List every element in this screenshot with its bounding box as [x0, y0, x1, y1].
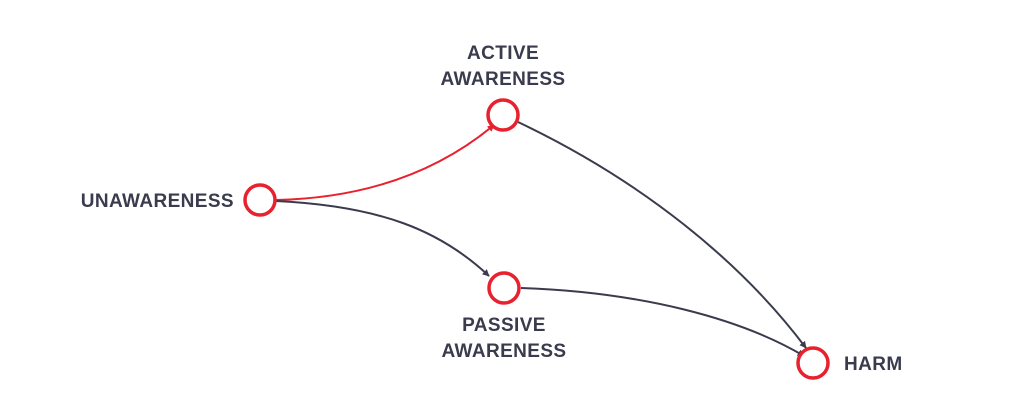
edge-unawareness-to-passive-awareness — [275, 200, 490, 277]
label-passive-awareness-line1: PASSIVE — [462, 315, 546, 336]
edge-passive-awareness-to-harm — [520, 287, 805, 357]
node-unawareness — [243, 183, 277, 217]
label-unawareness: UNAWARENESS — [81, 191, 234, 212]
edge-active-awareness-to-harm — [517, 121, 807, 349]
node-active-awareness — [486, 98, 520, 132]
edge-unawareness-to-active-awareness — [275, 124, 495, 201]
label-harm: HARM — [844, 354, 903, 375]
node-harm — [796, 346, 830, 380]
label-passive-awareness-line2: AWARENESS — [441, 341, 566, 362]
node-passive-awareness — [487, 271, 521, 305]
label-active-awareness-line1: ACTIVE — [467, 43, 539, 64]
label-active-awareness-line2: AWARENESS — [440, 69, 565, 90]
